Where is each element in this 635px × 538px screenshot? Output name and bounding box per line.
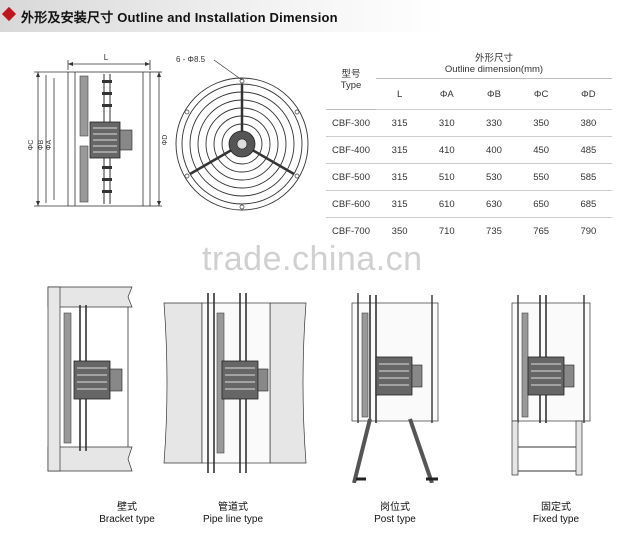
- value-cell: 790: [564, 217, 612, 244]
- value-cell: 330: [470, 109, 518, 137]
- phi-b-label: ΦB: [38, 140, 45, 151]
- type-header-en: Type: [340, 79, 362, 91]
- value-cell: 530: [470, 163, 518, 191]
- pipe-line-type-drawing: [163, 293, 307, 473]
- value-cell: 450: [517, 136, 565, 164]
- value-cell: 410: [423, 136, 471, 164]
- table-row: CBF-300 315 310 330 350 380: [326, 109, 612, 137]
- outline-dimension-header: 外形尺寸 Outline dimension(mm): [376, 50, 612, 79]
- value-cell: 765: [517, 217, 565, 244]
- value-cell: 315: [376, 163, 424, 191]
- value-cell: 350: [517, 109, 565, 137]
- caption-pipe-line-type: 管道式 Pipe line type: [183, 502, 283, 526]
- value-cell: 485: [564, 136, 612, 164]
- caption-cn: 固定式: [541, 502, 571, 513]
- column-header: ΦC: [533, 88, 549, 100]
- type-cell: CBF-300: [326, 109, 376, 137]
- value-cell: 380: [564, 109, 612, 137]
- column-header: ΦD: [581, 88, 596, 100]
- diamond-bullet-icon: [1, 6, 17, 22]
- column-header: ΦB: [487, 88, 501, 100]
- type-cell: CBF-600: [326, 190, 376, 218]
- value-cell: 400: [470, 136, 518, 164]
- value-cell: 610: [423, 190, 471, 218]
- value-cell: 735: [470, 217, 518, 244]
- value-cell: 685: [564, 190, 612, 218]
- type-header: 型号 Type: [326, 50, 376, 110]
- front-view-drawing: 6 - Φ8.5: [175, 55, 309, 211]
- caption-en: Bracket type: [99, 514, 155, 525]
- length-label: L: [104, 53, 109, 62]
- value-cell: 310: [423, 109, 471, 137]
- value-cell: 315: [376, 109, 424, 137]
- caption-en: Fixed type: [532, 514, 580, 525]
- phi-c-label: ΦC: [28, 140, 35, 151]
- phi-a-label: ΦA: [46, 140, 53, 151]
- column-header: ΦA: [439, 88, 454, 100]
- table-row: CBF-600 315 610 630 650 685: [326, 190, 612, 218]
- section-header: 外形及安装尺寸 Outline and Installation Dimensi…: [0, 0, 635, 32]
- holes-label: 6 - Φ8.5: [176, 55, 206, 64]
- column-header: L: [396, 88, 403, 100]
- caption-cn: 管道式: [218, 502, 248, 513]
- table-row: CBF-400 315 410 400 450 485: [326, 136, 612, 164]
- dimension-table: 型号 Type 外形尺寸 Outline dimension(mm) L ΦA …: [326, 50, 612, 244]
- caption-cn: 岗位式: [380, 502, 410, 513]
- value-cell: 630: [470, 190, 518, 218]
- caption-bracket-type: 壁式 Bracket type: [77, 502, 177, 526]
- value-cell: 650: [517, 190, 565, 218]
- type-cell: CBF-400: [326, 136, 376, 164]
- caption-en: Pipe line type: [202, 514, 264, 525]
- table-row: CBF-500 315 510 530 550 585: [326, 163, 612, 191]
- outline-header-cn: 外形尺寸: [474, 53, 513, 64]
- table-row: CBF-700 350 710 735 765 790: [326, 217, 612, 244]
- caption-cn: 壁式: [117, 502, 137, 513]
- post-type-drawing: [351, 293, 439, 483]
- type-header-cn: 型号: [341, 68, 361, 80]
- watermark: trade.china.cn: [202, 240, 423, 278]
- caption-post-type: 岗位式 Post type: [345, 502, 445, 526]
- value-cell: 315: [376, 136, 424, 164]
- value-cell: 350: [376, 217, 424, 244]
- side-view-drawing: L ΦC ΦB ΦA ΦD: [28, 53, 169, 207]
- value-cell: 510: [423, 163, 471, 191]
- value-cell: 550: [517, 163, 565, 191]
- type-cell: CBF-500: [326, 163, 376, 191]
- fixed-type-drawing: [511, 295, 591, 476]
- bracket-type-drawing: [47, 286, 133, 472]
- value-cell: 585: [564, 163, 612, 191]
- type-cell: CBF-700: [326, 217, 376, 244]
- caption-fixed-type: 固定式 Fixed type: [506, 502, 606, 526]
- value-cell: 315: [376, 190, 424, 218]
- caption-en: Post type: [374, 514, 416, 525]
- outline-header-en: Outline dimension(mm): [444, 64, 544, 75]
- value-cell: 710: [423, 217, 471, 244]
- section-title: 外形及安装尺寸 Outline and Installation Dimensi…: [21, 10, 338, 25]
- phi-d-label: ΦD: [162, 135, 169, 146]
